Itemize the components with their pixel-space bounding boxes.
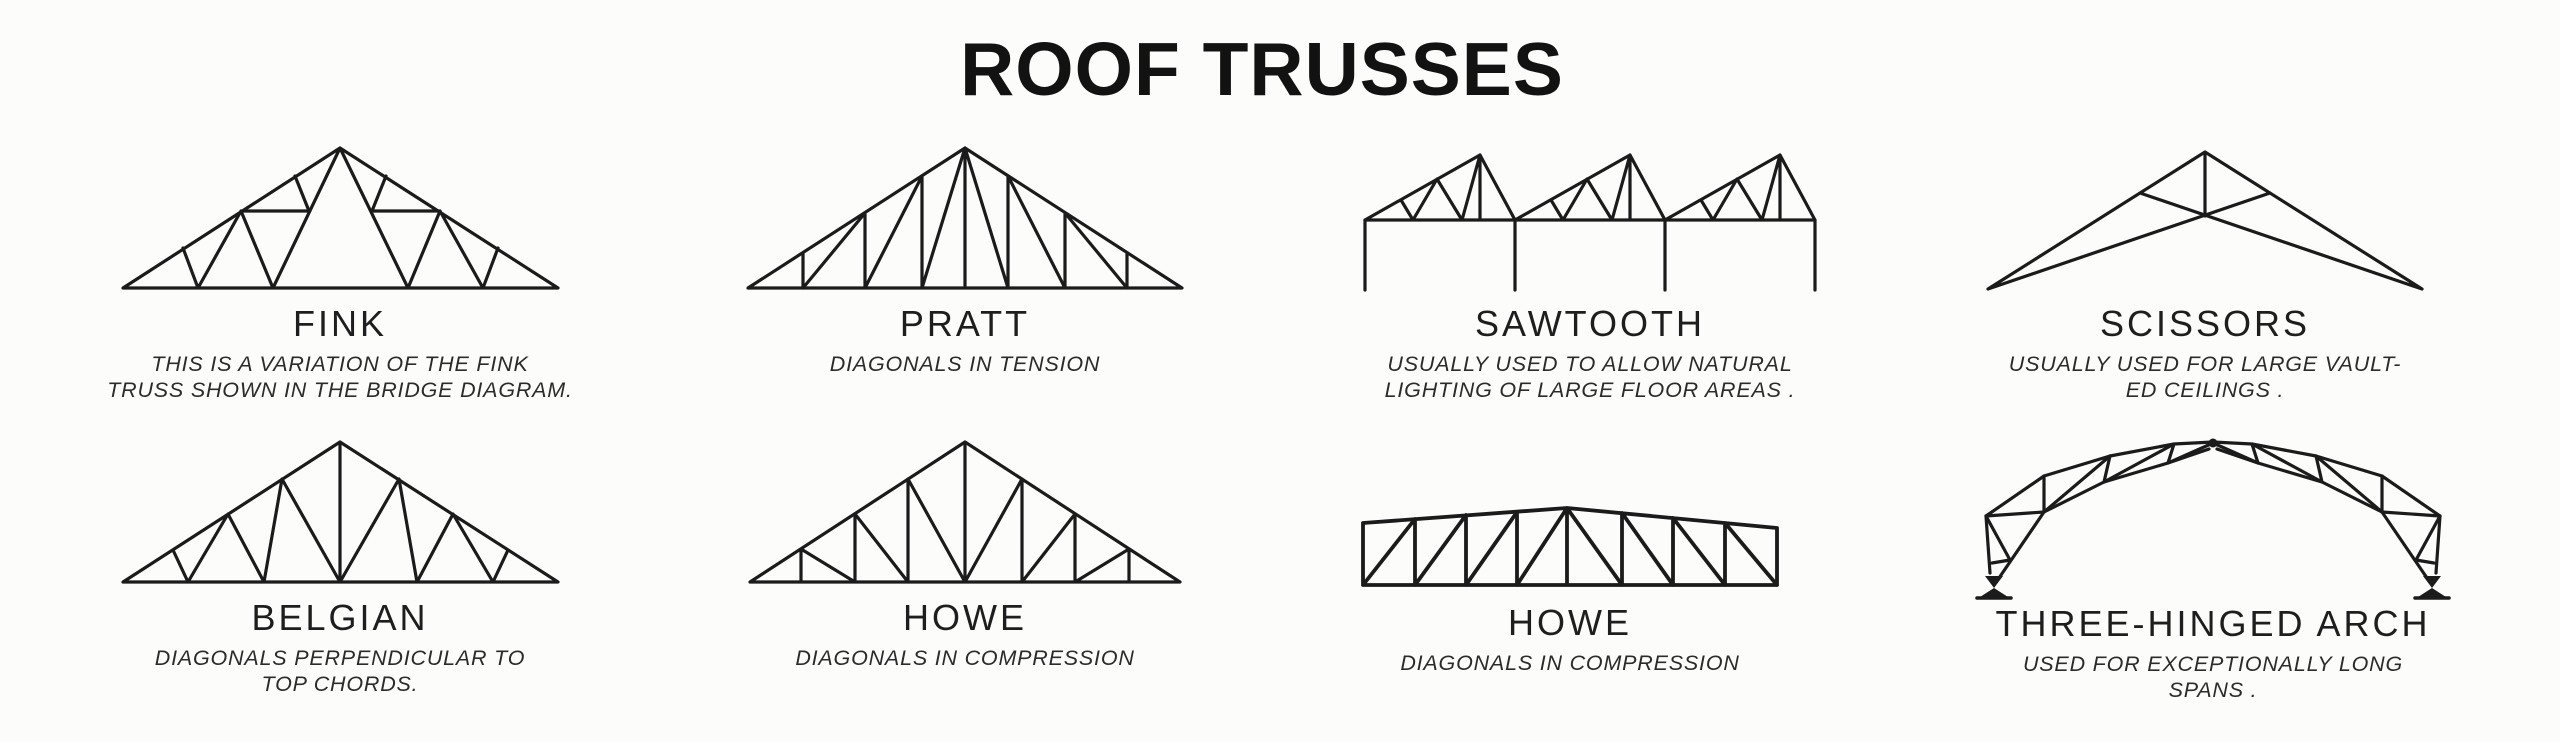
fink-truss-drawing (121, 146, 560, 290)
howe-triangular-truss-lines (748, 440, 1182, 584)
truss-cell-three-hinged-arch: THREE-HINGED ARCH USED FOR EXCEPTIONALLY… (1963, 430, 2463, 703)
left-support-hinge (1980, 576, 2008, 597)
truss-caption: USUALLY USED TO ALLOW NATURAL LIGHTING O… (1340, 352, 1840, 404)
truss-name-label: SAWTOOTH (1475, 303, 1705, 344)
three-hinged-arch-drawing (1975, 438, 2451, 600)
truss-cell-howe-triangular: HOWE DIAGONALS IN COMPRESSION (715, 434, 1215, 672)
sawtooth-truss-drawing (1363, 153, 1817, 292)
truss-cell-howe-flat: HOWE DIAGONALS IN COMPRESSION (1320, 434, 1820, 677)
howe-triangular-truss-drawing (748, 440, 1182, 584)
caption-line: DIAGONALS IN COMPRESSION (1400, 650, 1740, 675)
truss-name-label: FINK (292, 303, 387, 344)
truss-caption: USUALLY USED FOR LARGE VAULT- ED CEILING… (1955, 352, 2455, 404)
caption-line: USUALLY USED FOR LARGE VAULT- (2008, 351, 2402, 376)
truss-cell-sawtooth: SAWTOOTH USUALLY USED TO ALLOW NATURAL L… (1340, 140, 1840, 403)
sawtooth-truss-lines (1363, 153, 1817, 292)
howe-flat-truss-drawing (1361, 506, 1779, 587)
truss-name-label: BELGIAN (251, 597, 429, 638)
caption-line: TOP CHORDS. (261, 671, 419, 696)
caption-line: ED CEILINGS . (2125, 377, 2285, 402)
caption-line: DIAGONALS IN COMPRESSION (795, 645, 1135, 670)
caption-line: DIAGONALS IN TENSION (829, 351, 1101, 376)
truss-cell-belgian: BELGIAN DIAGONALS PERPENDICULAR TO TOP C… (90, 434, 590, 697)
crown-hinge-dot (2208, 438, 2218, 448)
scissors-truss-drawing (1986, 150, 2424, 291)
fink-truss-lines (121, 146, 560, 290)
howe-flat-truss-lines (1361, 506, 1779, 587)
arch-lattice-lines (1984, 441, 2442, 565)
truss-name-label: SCISSORS (2099, 303, 2311, 344)
belgian-truss-lines (121, 440, 560, 584)
scissors-truss-lines (1986, 150, 2424, 291)
truss-caption: USED FOR EXCEPTIONALLY LONG SPANS . (1963, 652, 2463, 704)
truss-name-label: HOWE (1508, 602, 1632, 643)
caption-line: SPANS . (2168, 677, 2258, 702)
truss-name-label: PRATT (899, 303, 1031, 344)
truss-caption: DIAGONALS PERPENDICULAR TO TOP CHORDS. (90, 646, 590, 698)
page-title: ROOF TRUSSES (960, 27, 1564, 111)
truss-caption: DIAGONALS IN COMPRESSION (1320, 651, 1820, 677)
caption-line: USED FOR EXCEPTIONALLY LONG (2022, 651, 2404, 676)
caption-line: DIAGONALS PERPENDICULAR TO (154, 645, 526, 670)
truss-name-label: THREE-HINGED ARCH (1995, 603, 2431, 644)
caption-line: THIS IS A VARIATION OF THE FINK (151, 351, 529, 376)
pratt-truss-drawing (746, 146, 1184, 290)
caption-line: TRUSS SHOWN IN THE BRIDGE DIAGRAM. (107, 377, 573, 402)
truss-name-label: HOWE (903, 597, 1027, 638)
truss-caption: DIAGONALS IN COMPRESSION (715, 646, 1215, 672)
right-support-hinge (2418, 576, 2446, 597)
truss-cell-fink: FINK THIS IS A VARIATION OF THE FINK TRU… (90, 140, 590, 403)
truss-cell-pratt: PRATT DIAGONALS IN TENSION (715, 140, 1215, 378)
belgian-truss-drawing (121, 440, 560, 584)
truss-caption: DIAGONALS IN TENSION (715, 352, 1215, 378)
pratt-truss-lines (746, 146, 1184, 290)
truss-cell-scissors: SCISSORS USUALLY USED FOR LARGE VAULT- E… (1955, 140, 2455, 403)
caption-line: USUALLY USED TO ALLOW NATURAL (1387, 351, 1793, 376)
caption-line: LIGHTING OF LARGE FLOOR AREAS . (1384, 377, 1796, 402)
truss-caption: THIS IS A VARIATION OF THE FINK TRUSS SH… (90, 352, 590, 404)
